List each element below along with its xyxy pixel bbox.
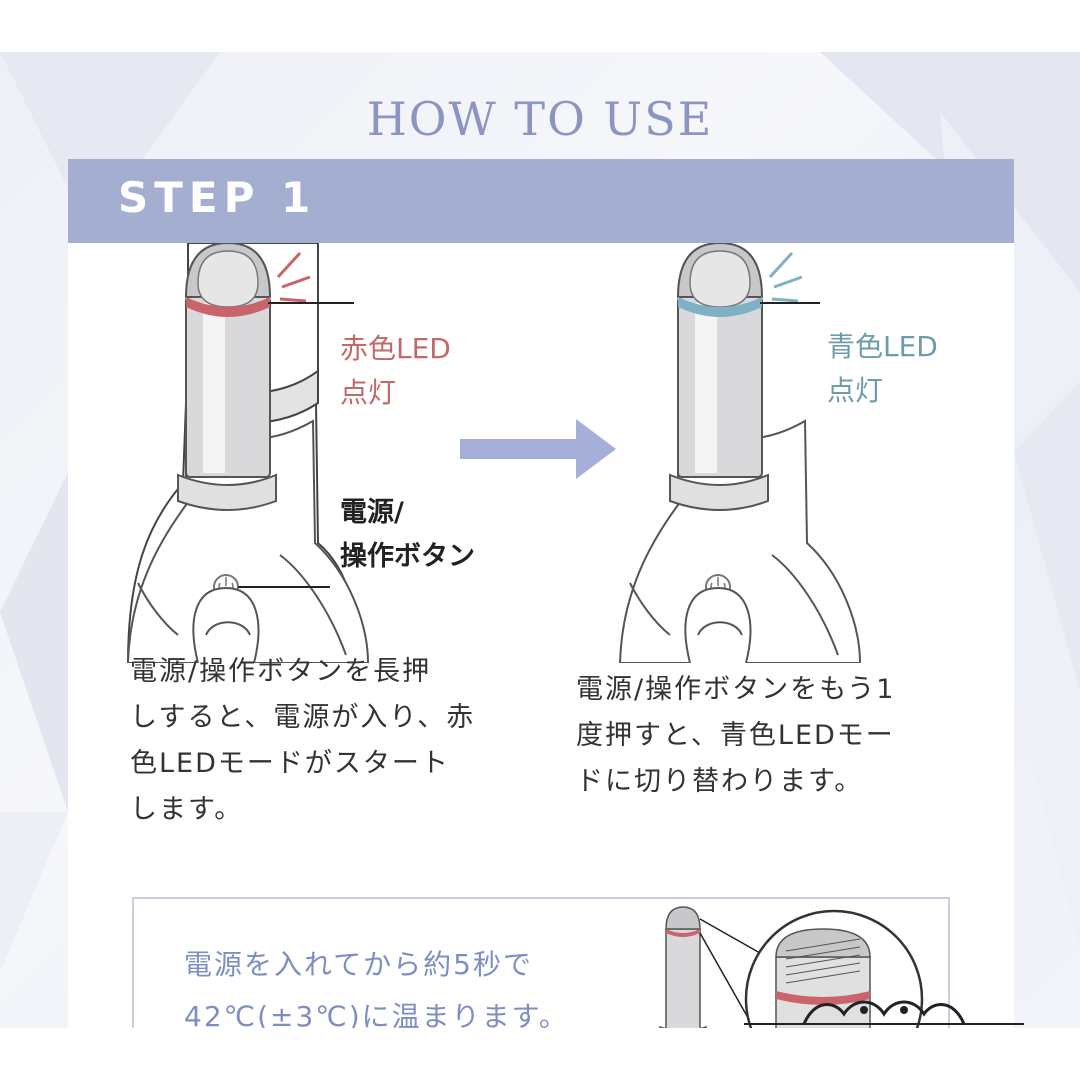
page-background: HOW TO USE STEP 1 [0, 52, 1080, 1028]
blue-led-callout: 青色LED 点灯 [827, 325, 938, 413]
desc-right-line2: 度押すと、青色LEDモー [576, 720, 895, 751]
desc-left-line4: します。 [130, 794, 244, 825]
red-led-callout: 赤色LED 点灯 [340, 327, 451, 415]
desc-right-line1: 電源/操作ボタンをもう1 [576, 674, 896, 705]
desc-right-line3: ドに切り替わります。 [576, 766, 864, 797]
red-led-callout-line1: 赤色LED [340, 332, 451, 365]
power-button-callout-line1: 電源/ [340, 497, 404, 528]
blue-led-callout-line1: 青色LED [827, 330, 938, 363]
pen-right [618, 243, 862, 663]
step-description-left: 電源/操作ボタンを長押 しすると、電源が入り、赤 色LEDモードがスタート しま… [130, 649, 510, 833]
warmup-note-text: 電源を入れてから約5秒で 42℃(±3℃)に温まります。 [184, 939, 569, 1028]
desc-left-line2: しすると、電源が入り、赤 [130, 702, 476, 733]
arrow-right-icon [460, 419, 616, 479]
pen-left [126, 243, 370, 663]
red-led-ring [186, 297, 270, 317]
blue-led-callout-line2: 点灯 [827, 374, 884, 407]
warmup-note-box: 電源を入れてから約5秒で 42℃(±3℃)に温まります。 [132, 897, 950, 1028]
heated-tip-illustration [659, 906, 924, 1028]
step-description-right: 電源/操作ボタンをもう1 度押すと、青色LEDモー ドに切り替わります。 [576, 667, 966, 805]
blue-led-ring [678, 297, 762, 317]
page-title: HOW TO USE [366, 92, 714, 146]
step-panel: STEP 1 [68, 159, 1014, 1028]
red-led-callout-line2: 点灯 [340, 376, 397, 409]
note-line1: 電源を入れてから約5秒で [184, 948, 533, 981]
desc-left-line1: 電源/操作ボタンを長押 [130, 656, 432, 687]
note-line2: 42℃(±3℃)に温まります。 [184, 1000, 569, 1028]
power-button-callout-line2: 操作ボタン [340, 541, 475, 572]
step-header-bar: STEP 1 [68, 159, 1014, 243]
devices [126, 243, 862, 663]
power-button-callout: 電源/ 操作ボタン [340, 491, 475, 579]
step-label: STEP 1 [118, 173, 317, 222]
ornament-decoration [744, 1000, 1024, 1025]
desc-left-line3: 色LEDモードがスタート [130, 748, 450, 779]
